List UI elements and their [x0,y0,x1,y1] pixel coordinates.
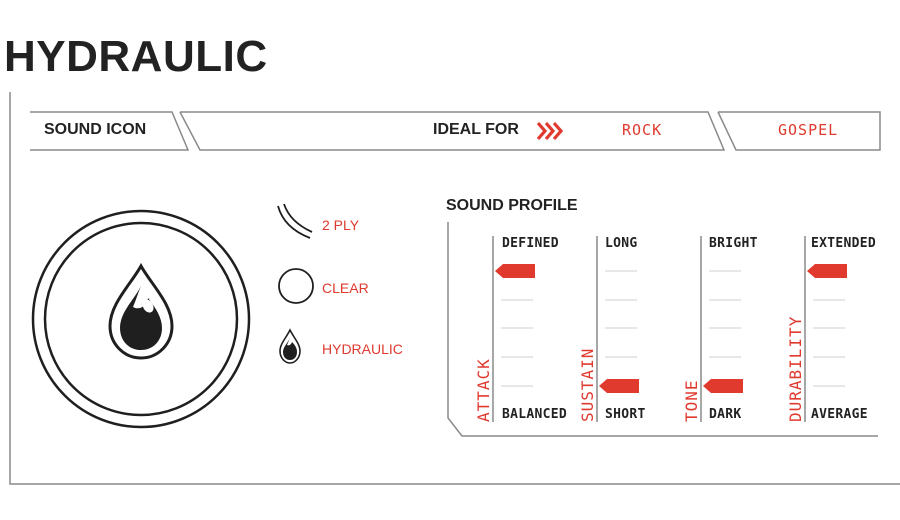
sound-icon-label: SOUND ICON [44,121,147,138]
tone-level-marker [703,379,743,393]
genre-gospel: GOSPEL [778,121,839,139]
clear-circle-icon [278,268,314,304]
legend-hydraulic-label: HYDRAULIC [322,341,403,357]
ideal-for-label: IDEAL FOR [433,121,519,138]
legend-2ply-label: 2 PLY [322,217,360,233]
genre-rock: ROCK [622,121,663,139]
attack-bottom-label: BALANCED [502,407,568,422]
attack-level-marker [495,264,535,278]
sustain-level-marker [599,379,639,393]
sound-profile-title: SOUND PROFILE [446,197,578,214]
durability-label: DURABILITY [786,315,805,422]
hydraulic-drop-icon [279,328,301,364]
sustain-top-label: LONG [605,236,638,251]
durability-level-marker [807,264,847,278]
chevrons-right-icon [536,121,564,141]
tone-bottom-label: DARK [709,407,742,422]
sustain-bottom-label: SHORT [605,407,646,422]
hydraulic-sound-icon [31,209,251,429]
durability-bottom-label: AVERAGE [811,407,868,422]
ply-lines-icon [277,203,313,239]
sustain-label: SUSTAIN [578,347,597,422]
legend-clear-label: CLEAR [322,280,369,296]
page-title: HYDRAULIC [4,32,268,81]
attack-top-label: DEFINED [502,236,559,251]
tone-label: TONE [682,379,701,422]
durability-top-label: EXTENDED [811,236,877,251]
attack-label: ATTACK [474,358,493,422]
tone-top-label: BRIGHT [709,236,758,251]
